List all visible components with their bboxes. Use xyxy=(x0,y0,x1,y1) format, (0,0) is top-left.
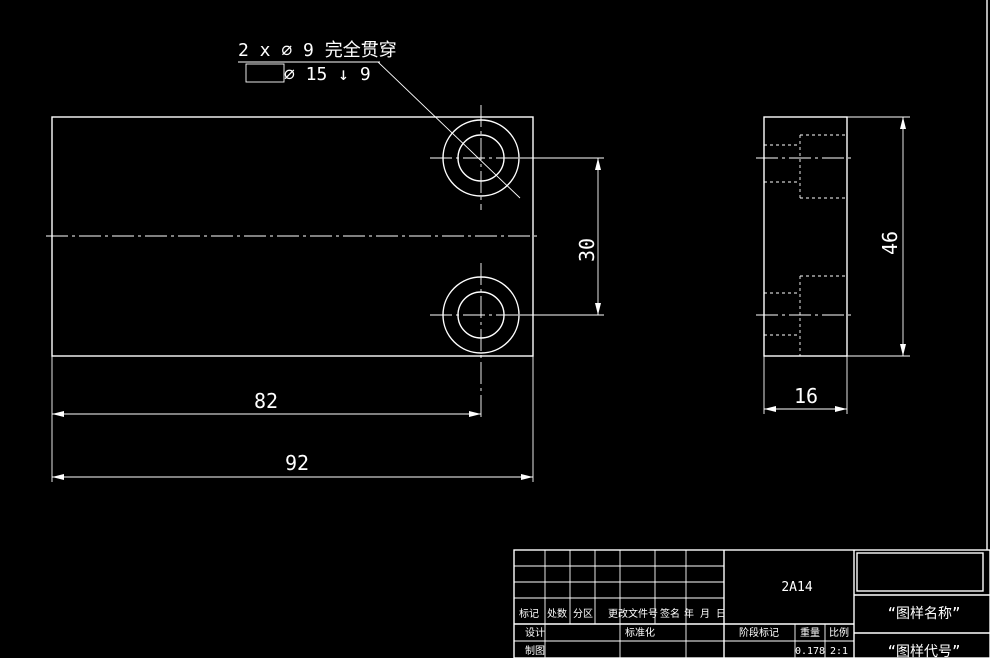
arrow-92-right xyxy=(521,474,533,480)
drawing-name-text: “图样名称” xyxy=(888,606,961,622)
hdr-count: 处数 xyxy=(547,607,567,620)
arrow-46-bottom xyxy=(900,344,906,356)
arrow-30-top xyxy=(595,158,601,170)
dim-82-label: 82 xyxy=(254,389,278,413)
counterbore-text: ⌀ 15 ↓ 9 xyxy=(284,64,371,85)
scale-label: 比例 xyxy=(829,626,849,639)
arrow-16-left xyxy=(764,406,776,412)
scale-value: 2:1 xyxy=(830,646,848,657)
title-block: 标记 处数 分区 更改文件号 签名 年 月 日 设计 标准化 制图 阶段标记 重… xyxy=(513,549,990,658)
hole-callout-text: 2 x ⌀ 9 完全贯穿 xyxy=(238,40,397,61)
dim-16-label: 16 xyxy=(794,384,818,408)
standardization-label: 标准化 xyxy=(625,626,655,639)
design-label: 设计 xyxy=(525,626,545,639)
weight-value: 0.178 xyxy=(795,646,825,657)
callout-leader-line xyxy=(377,61,521,199)
front-view-outline xyxy=(51,116,534,357)
arrow-82-left xyxy=(52,411,64,417)
arrow-16-right xyxy=(835,406,847,412)
hdr-signature: 签名 xyxy=(660,607,680,620)
material-text: 2A14 xyxy=(781,580,812,595)
arrow-92-left xyxy=(52,474,64,480)
side-view: 46 16 xyxy=(756,116,910,414)
dim-overall-length: 92 xyxy=(51,356,534,482)
lower-hole xyxy=(430,263,534,418)
stage-mark-label: 阶段标记 xyxy=(739,626,779,639)
drawing-code-text: “图样代号” xyxy=(888,644,961,658)
arrow-30-bottom xyxy=(595,303,601,315)
upper-hole xyxy=(430,105,534,210)
dim-46-label: 46 xyxy=(878,231,902,255)
hdr-date: 年 月 日 xyxy=(684,607,726,620)
front-view: 2 x ⌀ 9 完全贯穿 ⌀ 15 ↓ 9 30 82 92 xyxy=(46,40,604,482)
dim-hole-to-edge: 82 xyxy=(51,356,481,420)
counterbore-symbol-box xyxy=(245,63,285,83)
dim-92-label: 92 xyxy=(285,451,309,475)
dim-hole-spacing: 30 xyxy=(520,157,604,316)
title-block-frame xyxy=(513,549,990,658)
arrow-46-top xyxy=(900,117,906,129)
hdr-change-doc: 更改文件号 xyxy=(608,607,658,620)
side-view-outline xyxy=(763,116,848,357)
weight-label: 重量 xyxy=(800,626,820,639)
arrow-82-right xyxy=(469,411,481,417)
hdr-mark: 标记 xyxy=(519,608,539,620)
dim-30-label: 30 xyxy=(575,238,599,262)
name-box-inner xyxy=(856,552,984,592)
hdr-zone: 分区 xyxy=(573,608,593,620)
drafting-label: 制图 xyxy=(525,644,545,657)
